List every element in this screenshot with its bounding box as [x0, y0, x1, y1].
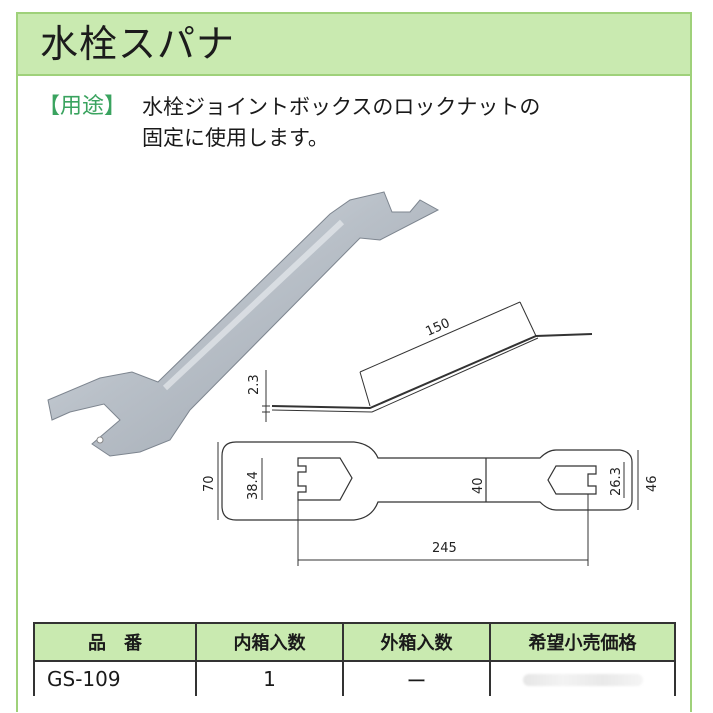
spec-table: 品 番 内箱入数 外箱入数 希望小売価格 GS-109 1 ー — [33, 622, 676, 696]
dim-end-width: 46 — [645, 475, 660, 492]
header-outer-qty: 外箱入数 — [342, 622, 491, 662]
wrench-photo — [47, 191, 440, 457]
dim-length-top: 150 — [424, 316, 453, 340]
usage-line-2: 固定に使用します。 — [142, 126, 329, 150]
cell-inner-qty: 1 — [195, 660, 344, 696]
usage-description: 水栓ジョイントボックスのロックナットの 固定に使用します。 — [142, 92, 602, 154]
dim-handle-width: 40 — [471, 477, 486, 494]
table-row: GS-109 1 ー — [33, 660, 676, 696]
header-inner-qty: 内箱入数 — [195, 622, 344, 662]
dimension-lines — [217, 442, 639, 566]
table-header-row: 品 番 内箱入数 外箱入数 希望小売価格 — [33, 622, 676, 662]
dim-jaw-small: 26.3 — [609, 467, 624, 496]
price-redacted — [522, 674, 643, 686]
header-price: 希望小売価格 — [489, 622, 676, 662]
cell-part-no: GS-109 — [33, 660, 197, 696]
usage-tag: 【用途】 — [38, 94, 127, 119]
header-part-no: 品 番 — [33, 622, 197, 662]
cell-outer-qty: ー — [342, 660, 491, 696]
dim-jaw-large: 38.4 — [246, 471, 261, 500]
product-frame — [16, 12, 692, 712]
dim-height: 70 — [202, 475, 217, 492]
plan-view — [221, 441, 633, 521]
page-title: 水栓スパナ — [40, 22, 236, 66]
side-view — [262, 301, 593, 422]
usage-line-1: 水栓ジョイントボックスのロックナットの — [142, 95, 541, 119]
dim-overall: 245 — [432, 541, 457, 556]
cell-price — [489, 660, 676, 696]
title-bar: 水栓スパナ — [18, 14, 690, 76]
dim-thickness: 2.3 — [247, 374, 262, 395]
